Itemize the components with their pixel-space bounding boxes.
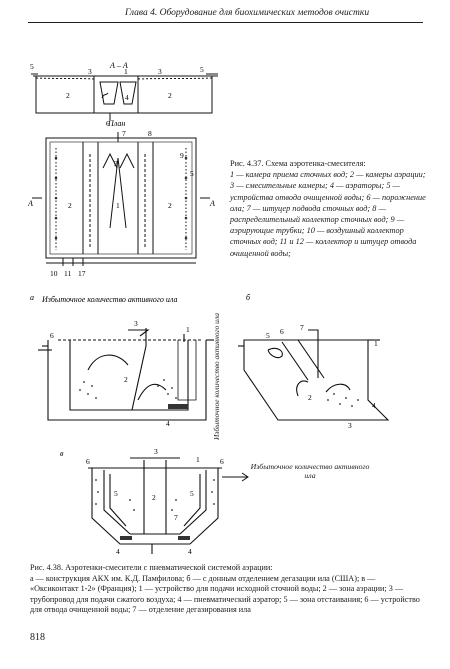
tank-v [88, 457, 222, 554]
a-num-1: 1 [186, 325, 190, 334]
aerator-a [168, 404, 188, 409]
bubbles-v [95, 479, 215, 511]
b-num-1: 1 [374, 339, 378, 348]
num-5a: 5 [30, 62, 34, 71]
v-num-3: 3 [154, 447, 158, 456]
panel-v-label: в [60, 449, 64, 458]
excess-sludge-vertical-text: Избыточное количество активного ила [212, 312, 221, 440]
numbers-b: 5 6 7 1 2 3 4 [266, 323, 378, 430]
b-num-6: 6 [280, 327, 284, 336]
v-num-1: 1 [196, 455, 200, 464]
num-1b: 1 [116, 201, 120, 210]
numbers-a: 3 1 6 2 4 [50, 319, 190, 428]
a-num-4: 4 [166, 419, 170, 428]
bottom-numbers: 10 11 17 [50, 269, 86, 278]
v-num-5a: 5 [114, 489, 118, 498]
page-number: 818 [30, 632, 45, 643]
num-5c: 5 [190, 169, 194, 178]
fig-4-38-caption-body: а — конструкция АКХ им. К.Д. Памфилова; … [30, 573, 420, 615]
num-7: 7 [122, 129, 126, 138]
side-label-right: А [209, 199, 215, 208]
aerator-v-left [120, 536, 132, 540]
panel-a-label: а [30, 293, 34, 302]
fig-4-38a-drawing: а Избыточное количество активного ила 3 … [30, 293, 214, 428]
num-17: 17 [78, 269, 86, 278]
plan-label: План [107, 119, 125, 128]
fig-4-38v-drawing: в 3 6 6 1 5 2 5 7 4 4 [60, 447, 224, 556]
v-num-7: 7 [174, 513, 178, 522]
v-num-6a: 6 [86, 457, 90, 466]
fig-4-38-caption-title: Рис. 4.38. Аэротенки-смесители с пневмат… [30, 563, 273, 572]
num-2d: 2 [168, 201, 172, 210]
plan-bubbles [54, 156, 188, 240]
b-num-5: 5 [266, 331, 270, 340]
aerator-v-right [178, 536, 190, 540]
fig-4-37-caption: Рис. 4.37. Схема аэротенка-смесителя: 1 … [230, 158, 430, 259]
v-num-2: 2 [152, 493, 156, 502]
excess-sludge-a: Избыточное количество активного ила [41, 295, 178, 304]
a-num-3: 3 [134, 319, 138, 328]
num-3c: 3 [114, 159, 118, 168]
bubbles-b [327, 393, 359, 407]
v-num-5b: 5 [190, 489, 194, 498]
b-num-3: 3 [348, 421, 352, 430]
b-num-2: 2 [308, 393, 312, 402]
tank-b [238, 329, 390, 421]
a-num-2: 2 [124, 375, 128, 384]
fig-4-37-drawing: А – А 5 3 1 3 5 2 6 4 2 План [28, 61, 218, 278]
numbers-v: 3 6 6 1 5 2 5 7 4 4 [86, 447, 224, 556]
num-6: 6 [106, 119, 110, 128]
num-2a: 2 [66, 91, 70, 100]
section-label: А – А [109, 61, 128, 70]
a-num-6: 6 [50, 331, 54, 340]
num-3a: 3 [88, 67, 92, 76]
fig-4-38b-drawing: б 5 6 7 1 2 3 4 [238, 293, 390, 430]
fig-4-37-caption-body: 1 — камера приема сточных вод; 2 — камер… [230, 170, 426, 258]
fig-4-38-caption: Рис. 4.38. Аэротенки-смесители с пневмат… [30, 563, 425, 616]
section-numbers: 5 3 1 3 5 2 6 4 2 [30, 62, 204, 128]
plan-numbers: 7 8 3 2 1 2 9 5 [68, 129, 194, 210]
chapter-title: Глава 4. Оборудование для биохимических … [125, 8, 370, 18]
plan-view [32, 132, 210, 266]
num-4: 4 [125, 93, 129, 102]
excess-sludge-v: Избыточное количество активного ила [250, 462, 370, 480]
excess-sludge-a-line: Избыточное количество активного ила [41, 295, 178, 304]
excess-sludge-v-arrow [222, 472, 249, 482]
v-num-4a: 4 [116, 547, 120, 556]
excess-sludge-a-text: Избыточное количество активного ила [41, 295, 178, 304]
num-9: 9 [180, 151, 184, 160]
num-5b: 5 [200, 65, 204, 74]
excess-sludge-vertical: Избыточное количество активного ила [212, 313, 226, 440]
header-rule [28, 22, 423, 23]
num-2c: 2 [68, 201, 72, 210]
num-3b: 3 [158, 67, 162, 76]
num-10: 10 [50, 269, 58, 278]
b-num-4: 4 [372, 401, 376, 410]
num-11: 11 [64, 269, 71, 278]
tank-a [38, 328, 214, 421]
side-label-left: А [28, 199, 33, 208]
fig-4-37-caption-title: Рис. 4.37. Схема аэротенка-смесителя: [230, 159, 366, 168]
num-1a: 1 [124, 67, 128, 76]
v-num-6b: 6 [220, 457, 224, 466]
running-header: Глава 4. Оборудование для биохимических … [0, 8, 450, 24]
b-num-7: 7 [300, 323, 304, 332]
num-8: 8 [148, 129, 152, 138]
section-view [31, 73, 218, 120]
panel-b-label: б [246, 293, 251, 302]
bubbles-a [79, 379, 177, 399]
v-num-4b: 4 [188, 547, 192, 556]
num-2b: 2 [168, 91, 172, 100]
